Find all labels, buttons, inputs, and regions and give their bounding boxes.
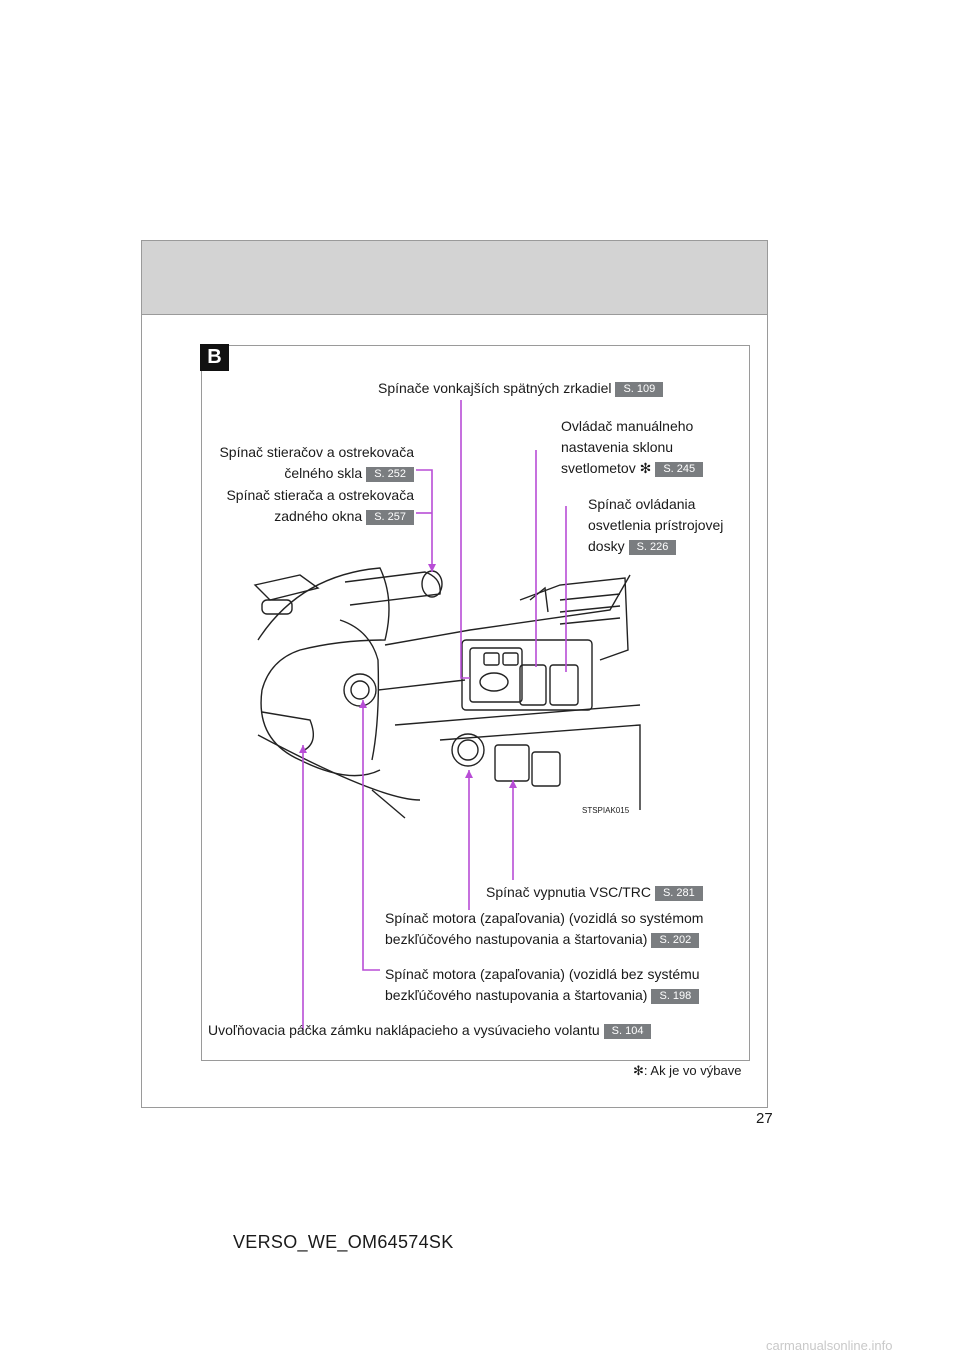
label-text: Spínač stieračov a ostrekovača	[219, 444, 414, 460]
page-number: 27	[756, 1110, 773, 1127]
section-badge: B	[200, 344, 229, 371]
ref-badge[interactable]: S. 226	[628, 540, 677, 555]
ref-badge[interactable]: S. 257	[366, 510, 414, 525]
label-text: svetlometov ✻	[561, 460, 652, 476]
label-text: Spínač vypnutia VSC/TRC	[486, 884, 651, 900]
label-text: zadného okna	[274, 508, 363, 524]
ref-badge[interactable]: S. 198	[651, 989, 700, 1004]
label-headlight-leveling: Ovládač manuálneho nastavenia sklonu sve…	[561, 416, 704, 479]
label-text: Spínač motora (zapaľovania) (vozidlá so …	[385, 910, 704, 926]
image-code: STSPIAK015	[582, 806, 630, 815]
label-front-wiper: Spínač stieračov a ostrekovača čelného s…	[219, 442, 414, 484]
ref-badge[interactable]: S. 281	[654, 886, 703, 901]
footnote: ✻: Ak je vo výbave	[633, 1063, 742, 1078]
figure-box	[201, 345, 750, 1061]
label-text: Spínače vonkajších spätných zrkadiel	[378, 380, 612, 396]
label-text: bezkľúčového nastupovania a štartovania)	[385, 987, 648, 1003]
label-text: Uvoľňovacia páčka zámku naklápacieho a v…	[208, 1022, 600, 1038]
label-text: dosky	[588, 538, 625, 554]
label-text: Spínač stierača a ostrekovača	[226, 487, 414, 503]
label-engine-smart: Spínač motora (zapaľovania) (vozidlá so …	[385, 908, 703, 950]
label-engine-key: Spínač motora (zapaľovania) (vozidlá bez…	[385, 964, 700, 1006]
label-text: Spínač motora (zapaľovania) (vozidlá bez…	[385, 966, 700, 982]
document-code: VERSO_WE_OM64574SK	[233, 1232, 454, 1252]
label-text: Spínač ovládania	[588, 496, 696, 512]
watermark: carmanualsonline.info	[766, 1338, 893, 1353]
ref-badge[interactable]: S. 245	[655, 462, 704, 477]
label-text: Ovládač manuálneho	[561, 418, 694, 434]
label-tilt-lever: Uvoľňovacia páčka zámku naklápacieho a v…	[208, 1020, 652, 1041]
page-frame	[141, 240, 768, 1108]
ref-badge[interactable]: S. 252	[366, 467, 414, 482]
label-text: osvetlenia prístrojovej	[588, 517, 724, 533]
ref-badge[interactable]: S. 202	[651, 933, 700, 948]
ref-badge[interactable]: S. 104	[603, 1024, 652, 1039]
label-text: bezkľúčového nastupovania a štartovania)	[385, 931, 648, 947]
label-text: nastavenia sklonu	[561, 439, 674, 455]
ref-badge[interactable]: S. 109	[615, 382, 664, 397]
header-band	[142, 241, 767, 315]
label-text: čelného skla	[284, 465, 363, 481]
label-instrument-light: Spínač ovládania osvetlenia prístrojovej…	[588, 494, 723, 557]
label-rear-wiper: Spínač stierača a ostrekovača zadného ok…	[226, 485, 414, 527]
